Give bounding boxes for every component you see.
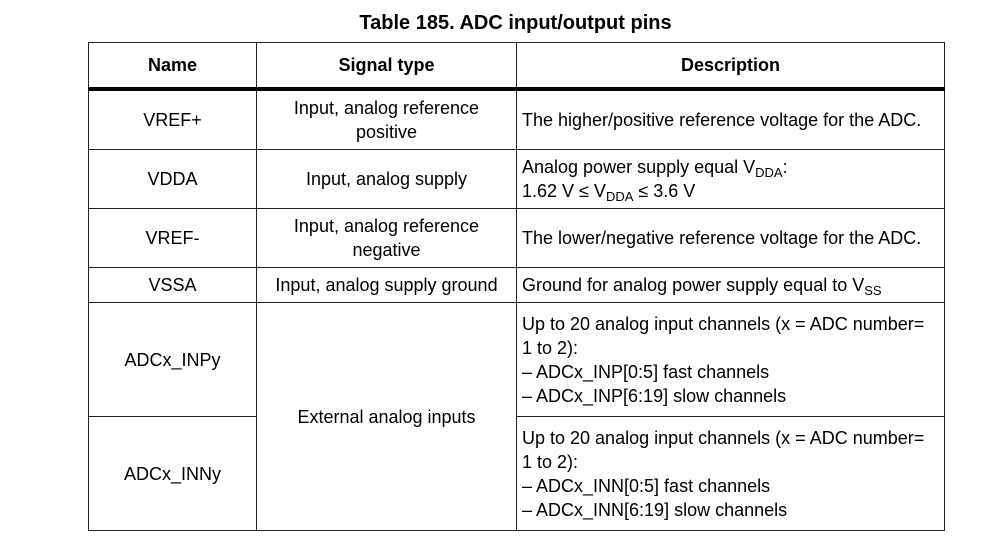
signal-type: Input, analog reference positive [256, 88, 517, 150]
table-row: VREF+ Input, analog reference positive T… [88, 88, 945, 150]
signal-type: Input, analog reference negative [256, 208, 517, 268]
pin-name: ADCx_INNy [88, 416, 257, 531]
description-text: Up to 20 analog input channels (x = ADC … [522, 313, 925, 358]
description-text: Analog power supply equal V [522, 157, 756, 177]
table-row: ADCx_INNy Up to 20 analog input channels… [88, 416, 945, 531]
header-name: Name [88, 42, 257, 91]
table-caption: Table 185. ADC input/output pins [359, 12, 672, 34]
pin-name: VREF- [88, 208, 257, 268]
pin-description: Up to 20 analog input channels (x = ADC … [516, 302, 945, 417]
description-text: ≤ 3.6 V [633, 181, 696, 201]
list-item: – ADCx_INN[0:5] fast channels [522, 475, 771, 496]
pin-name: VSSA [88, 267, 257, 303]
table-row: ADCx_INPy External analog inputs Up to 2… [88, 302, 945, 531]
pin-description: Ground for analog power supply equal to … [516, 267, 945, 303]
description-text: Ground for analog power supply equal to … [522, 275, 865, 295]
header-description: Description [516, 42, 945, 91]
pin-description: Analog power supply equal VDDA: 1.62 V ≤… [516, 149, 945, 209]
list-item: – ADCx_INP[0:5] fast channels [522, 361, 770, 382]
description-text: 1.62 V ≤ V [522, 181, 606, 201]
table-row: VREF- Input, analog reference negative T… [88, 208, 945, 268]
signal-type: External analog inputs [256, 302, 517, 531]
subscript-text: DDA [605, 189, 634, 204]
description-line: 1.62 V ≤ VDDA ≤ 3.6 V [522, 179, 939, 203]
adc-pins-table: Name Signal type Description VREF+ Input… [88, 42, 945, 531]
list-item: – ADCx_INP[6:19] slow channels [522, 385, 787, 406]
signal-type: Input, analog supply ground [256, 267, 517, 303]
signal-type: Input, analog supply [256, 149, 517, 209]
list-item: – ADCx_INN[6:19] slow channels [522, 499, 788, 520]
pin-name: ADCx_INPy [88, 302, 257, 417]
description-text: Up to 20 analog input channels (x = ADC … [522, 427, 925, 472]
description-text: : [782, 157, 788, 177]
table-row: VSSA Input, analog supply ground Ground … [88, 267, 945, 303]
pin-name: VDDA [88, 149, 257, 209]
pin-name: VREF+ [88, 88, 257, 150]
table-header-row: Name Signal type Description [88, 42, 945, 91]
header-signal-type: Signal type [256, 42, 517, 91]
subscript-text: DDA [755, 165, 783, 180]
table-row: VDDA Input, analog supply Analog power s… [88, 149, 945, 209]
subscript-text: SS [864, 283, 882, 298]
pin-description: The higher/positive reference voltage fo… [516, 88, 945, 150]
pin-description: The lower/negative reference voltage for… [516, 208, 945, 268]
description-line: Analog power supply equal VDDA: [522, 155, 939, 179]
pin-description: Up to 20 analog input channels (x = ADC … [516, 416, 945, 531]
